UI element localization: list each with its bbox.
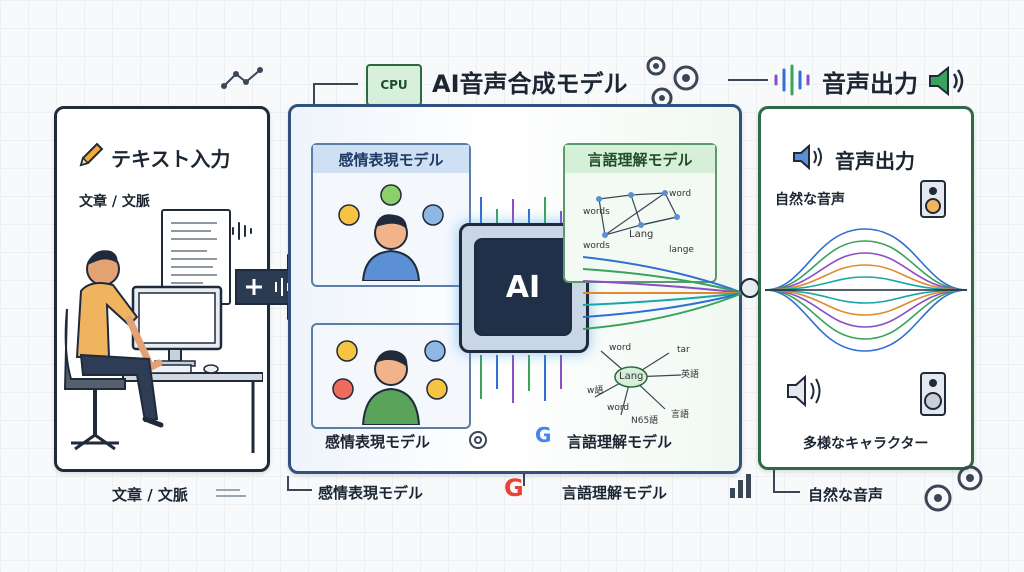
lang-node: 言語 (671, 410, 690, 420)
lang-node: word (669, 189, 692, 199)
google-logo-icon: G (504, 474, 524, 502)
cpu-chip-label: CPU (380, 78, 408, 92)
language-network-graph (596, 190, 680, 238)
main-title: AI音声合成モデル (432, 70, 628, 98)
output-header-title: 音声出力 (822, 70, 918, 98)
lang-node: tar (677, 345, 690, 355)
language-network-graph-2 (594, 350, 682, 416)
emotion-caption: 感情表現モデル (325, 433, 431, 451)
cpu-chip-icon: CPU (366, 64, 422, 106)
lang-node: words (583, 241, 610, 251)
signal-stream (583, 256, 744, 330)
lang-node: lange (669, 245, 694, 255)
language-card-title: 言語理解モデル (565, 145, 715, 173)
sound-wave-small-icon (232, 222, 252, 240)
language-caption: 言語理解モデル (567, 433, 673, 451)
footer-output-label: 自然な音声 (808, 486, 884, 504)
footer-language-label: 言語理解モデル (562, 484, 668, 502)
ai-chip-label: AI (505, 269, 541, 305)
speaker-icon (793, 143, 822, 171)
emotion-card-title: 感情表現モデル (313, 145, 469, 173)
lang-node: N65語 (631, 416, 659, 426)
lang-node: word (609, 343, 632, 353)
voice-output-panel: 音声出力 自然な音声 多様なキャラクター (758, 106, 974, 470)
footer-emotion-label: 感情表現モデル (318, 484, 424, 502)
lang-node: words (583, 207, 610, 217)
gears-icon (924, 465, 983, 512)
pencil-icon (79, 142, 104, 167)
emotion-faces-card (311, 323, 471, 429)
context-label: 文章 / 文脈 (79, 194, 150, 210)
footer-input-label: 文章 / 文脈 (112, 486, 188, 504)
emotion-faces-illustration (338, 184, 444, 281)
natural-voice-label: 自然な音声 (775, 192, 845, 208)
output-waveform (765, 228, 967, 352)
loudspeaker-icon (920, 372, 946, 416)
speaker-icon (787, 374, 821, 408)
emotion-model-card: 感情表現モデル (311, 143, 471, 287)
lang-node: Lang (629, 229, 654, 240)
speaker-icon (929, 65, 964, 97)
model-panel: 感情表現モデル (288, 104, 744, 474)
lang-node: 英語 (681, 370, 700, 380)
text-input-title: テキスト入力 (111, 147, 231, 171)
emotion-faces-illustration-2 (332, 340, 448, 425)
voice-output-title: 音声出力 (835, 149, 915, 173)
openai-logo-icon (469, 431, 487, 449)
voice-wave-icon (774, 64, 810, 96)
text-input-panel: テキスト入力 文章 / 文脈 (54, 106, 270, 472)
google-logo-icon: G (535, 423, 552, 447)
language-model-card: 言語理解モデル words word Lang words lange (563, 143, 717, 283)
lang-node: w語 (587, 386, 604, 396)
lang-node: Lang (619, 371, 644, 382)
bar-chart-icon (730, 474, 751, 498)
lang-node: word (607, 403, 630, 413)
loudspeaker-icon (920, 180, 946, 218)
characters-label: 多様なキャラクター (803, 436, 929, 452)
person-at-computer-illustration (63, 250, 263, 453)
